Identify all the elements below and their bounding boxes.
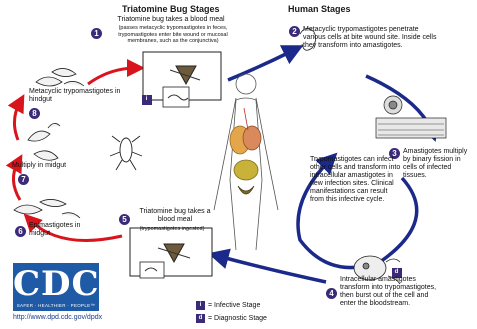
epimastigotes-icon bbox=[14, 199, 80, 218]
step-7-badge: 7 bbox=[18, 174, 29, 185]
step-1-detail: (passes metacyclic trypomastigotes in fe… bbox=[104, 25, 242, 45]
step-7-text: Multiply in midgut bbox=[12, 162, 92, 170]
legend-diagnostic-icon: d bbox=[196, 314, 205, 323]
midgut-bug-icon bbox=[110, 136, 142, 170]
step-2-text: Metacyclic trypomastigotes penetrate var… bbox=[303, 26, 443, 50]
dividing-parasites-icon bbox=[28, 123, 60, 160]
step-1-title: Triatomine bug takes a blood meal bbox=[106, 16, 236, 24]
triatomine-stages-header: Triatomine Bug Stages bbox=[122, 4, 220, 14]
reinfection-note: Trypomastigotes can infect other cells a… bbox=[310, 156, 402, 204]
legend-infective-icon: i bbox=[196, 301, 205, 310]
step-5-badge: 5 bbox=[119, 214, 130, 225]
cdc-logo-tagline: SAFER · HEALTHIER · PEOPLE™ bbox=[13, 303, 99, 308]
step-4-badge: 4 bbox=[326, 288, 337, 299]
bug-box-5 bbox=[130, 228, 212, 278]
bug-box-1 bbox=[143, 52, 221, 107]
infective-marker-glyph: i bbox=[142, 95, 151, 104]
legend-diagnostic-text: = Diagnostic Stage bbox=[208, 315, 267, 323]
step-6-badge: 6 bbox=[15, 226, 26, 237]
step-8-badge: 8 bbox=[29, 108, 40, 119]
step-1-badge: 1 bbox=[91, 28, 102, 39]
source-url-link[interactable]: http://www.dpd.cdc.gov/dpdx bbox=[13, 314, 102, 321]
cdc-logo-text: CDC bbox=[13, 266, 99, 302]
step-2-badge: 2 bbox=[289, 26, 300, 37]
human-figure-icon bbox=[214, 74, 278, 250]
metacyclic-trypomastigotes-icon bbox=[36, 68, 84, 86]
step-4-text: Intracellular amastigotes transform into… bbox=[340, 276, 440, 308]
diagnostic-marker-glyph: d bbox=[392, 268, 401, 277]
human-stages-header: Human Stages bbox=[288, 4, 351, 14]
step-3-text: Amastigotes multiply by binary fission i… bbox=[403, 148, 475, 180]
step-8-text: Metacyclic trypomastigotes in hindgut bbox=[29, 88, 139, 104]
cdc-logo: CDC SAFER · HEALTHIER · PEOPLE™ bbox=[13, 263, 99, 311]
arrow-8-to-1 bbox=[88, 68, 136, 84]
step-6-text: Epimastigotes in midgut bbox=[29, 222, 89, 238]
legend-infective-text: = Infective Stage bbox=[208, 302, 260, 310]
arrow-7-to-8 bbox=[14, 102, 20, 140]
step-5-detail: (trypomastigotes ingested) bbox=[122, 226, 222, 233]
step-5-title: Triatomine bug takes a blood meal bbox=[132, 208, 218, 224]
arrow-1-to-2 bbox=[228, 50, 294, 80]
arrow-4-to-5 bbox=[218, 256, 326, 282]
